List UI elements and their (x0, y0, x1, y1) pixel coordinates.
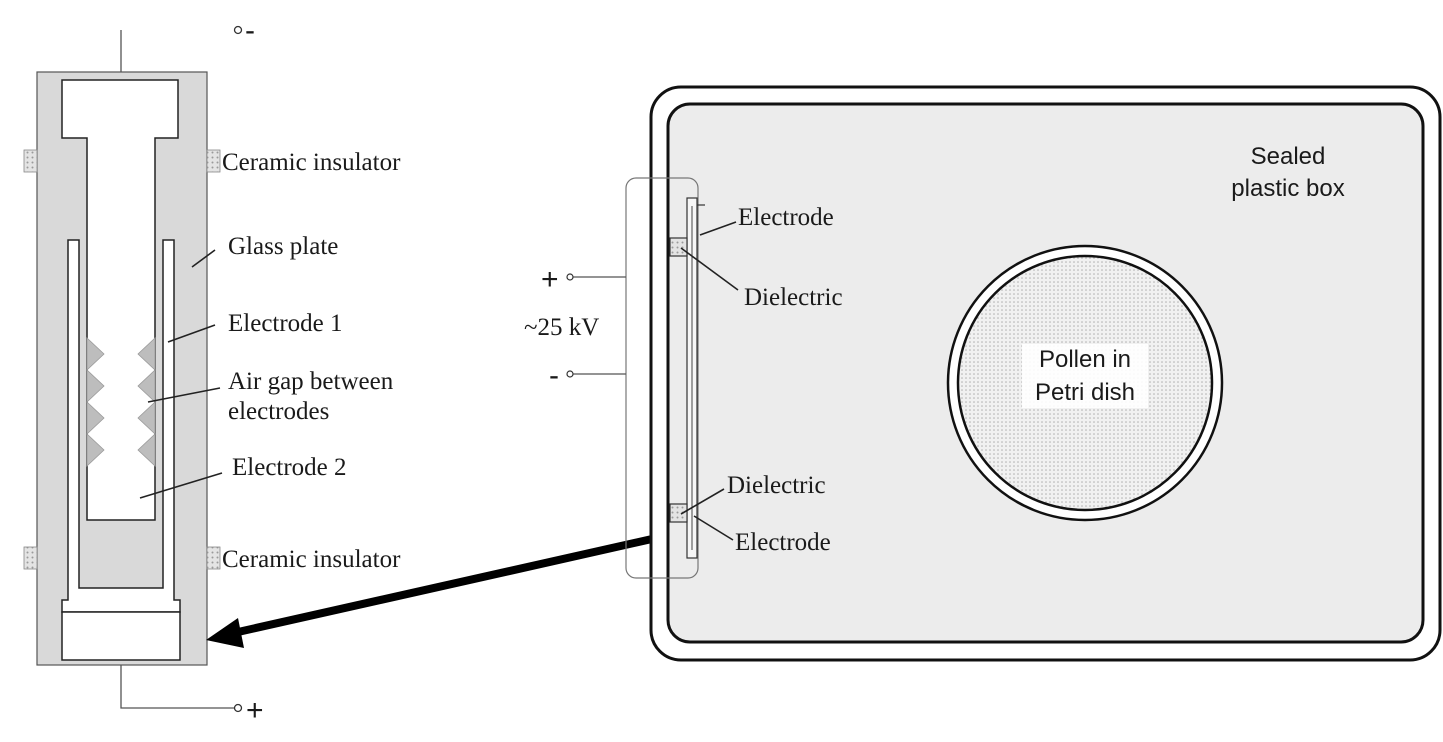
label-glass-plate: Glass plate (228, 233, 338, 260)
ceramic-insulator-bottom-left (23, 546, 38, 570)
leader-box-dielectric-bottom (680, 488, 725, 515)
reactor-base-cavity (61, 611, 181, 661)
sealed-box: Sealed plastic box Pollen in Petri dish … (524, 85, 1442, 662)
reactor-terminal-minus: - (245, 14, 255, 47)
dish-label-bg (1022, 344, 1148, 408)
dielectric-bottom-block (669, 503, 688, 523)
air-gap-zigzag (86, 337, 156, 467)
dish-label-line2: Petri dish (1035, 379, 1135, 406)
label-electrode-2: Electrode 2 (232, 454, 347, 481)
zoom-arrow (206, 526, 693, 648)
ceramic-insulator-top-left (23, 149, 38, 173)
electrode-1-channel (61, 239, 181, 613)
reactor-terminal-plus: + (246, 694, 264, 727)
label-box-electrode-bottom: Electrode (735, 529, 831, 556)
label-ceramic-insulator-top: Ceramic insulator (222, 149, 401, 176)
reactor-bottom-wire (120, 665, 234, 709)
ceramic-insulator-top-right (206, 149, 221, 173)
reactor-top-terminal (233, 25, 243, 35)
box-title-line2: plastic box (1231, 175, 1344, 202)
reactor-bottom-terminal (233, 703, 243, 713)
minus-terminal (566, 370, 574, 378)
label-air-gap-line2: electrodes (228, 398, 329, 425)
dielectric-top-block (669, 237, 688, 257)
leader-electrode-2 (139, 472, 223, 499)
leader-box-electrode-top (699, 221, 737, 236)
label-air-gap-line1: Air gap between (228, 368, 394, 395)
dish-label-line1: Pollen in (1039, 346, 1131, 373)
label-box-dielectric-bottom: Dielectric (727, 472, 826, 499)
arrow-head (206, 618, 244, 648)
leader-air-gap (147, 387, 221, 403)
minus-sign: - (549, 359, 559, 392)
dbd-plate-outline (625, 177, 699, 579)
box-title-line1: Sealed (1251, 143, 1326, 170)
leader-box-electrode-bottom (693, 515, 734, 541)
plus-sign: + (541, 263, 559, 296)
label-ceramic-insulator-bottom: Ceramic insulator (222, 546, 401, 573)
reactor-cross-section: - + (23, 14, 401, 727)
label-box-electrode-top: Electrode (738, 204, 834, 231)
leader-glass-plate (191, 249, 216, 268)
leader-electrode-1 (167, 324, 216, 343)
label-box-dielectric-top: Dielectric (744, 284, 843, 311)
ceramic-insulator-bottom-right (206, 546, 221, 570)
label-electrode-1: Electrode 1 (228, 310, 343, 337)
leader-box-dielectric-top (680, 247, 739, 291)
voltage-label: ~25 kV (524, 314, 599, 341)
plus-terminal (566, 273, 574, 281)
